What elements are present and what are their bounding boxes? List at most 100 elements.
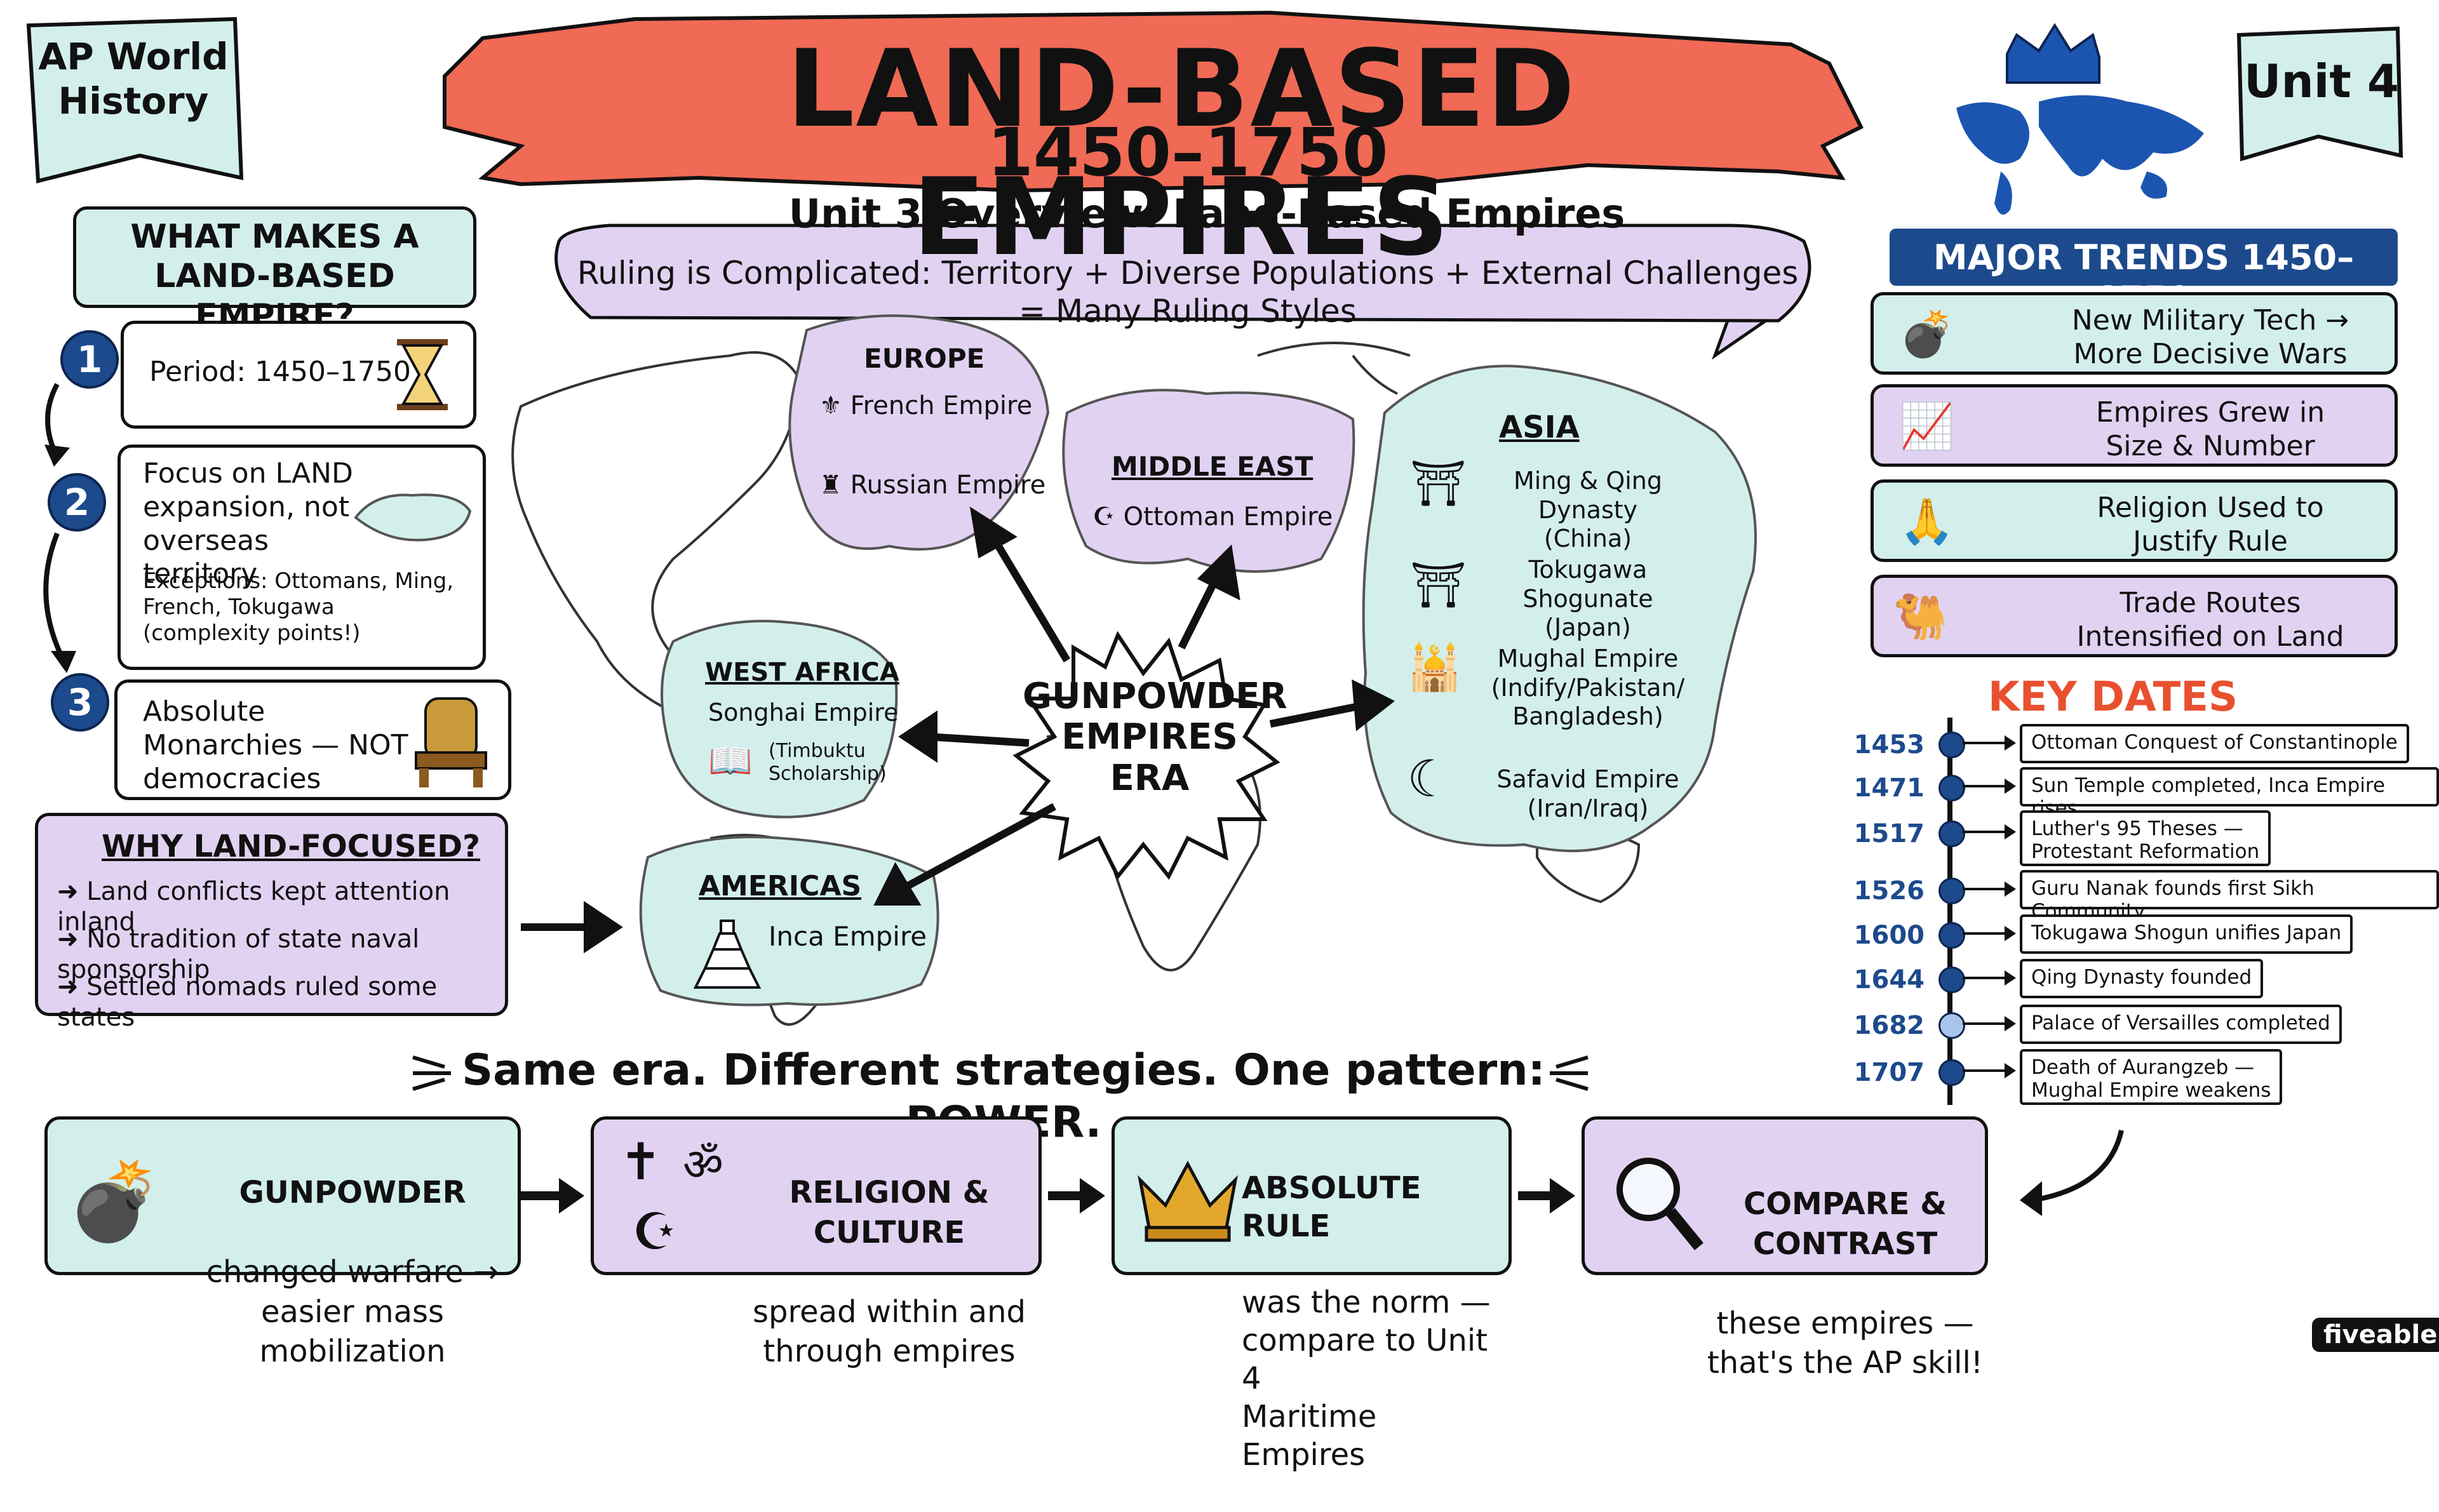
tagline: Same era. Different strategies. One patt… (462, 1045, 1545, 1147)
corner-label-left: AP World History (38, 35, 229, 123)
crescent-star-icon: ☪ (632, 1202, 678, 1261)
pagoda-icon: ⛩ (1410, 457, 1467, 509)
brand-logo[interactable]: fiveable (2312, 1318, 2439, 1352)
timeline-arrow (1963, 881, 2016, 897)
timeline-dot (1938, 878, 1965, 904)
arrow-icon: ➜ (57, 972, 87, 1001)
why-item: ➜ No tradition of state naval sponsorshi… (57, 925, 420, 984)
arrow-icon: ➜ (57, 877, 87, 906)
trend-item-4: 🐫 Trade Routes Intensified on Land (1871, 575, 2398, 657)
what-makes-box: WHAT MAKES A LAND-BASED EMPIRE? (73, 206, 476, 335)
timeline-arrow (1963, 926, 2016, 941)
step-1-text: Period: 1450–1750 (149, 356, 411, 388)
asia-item-mughal: Mughal Empire(Indify/Pakistan/ Banglades… (1491, 645, 1685, 731)
step-3-box: Absolute Monarchies — NOT democracies (114, 679, 511, 800)
americas-item-inca: Inca Empire (769, 921, 927, 952)
title-banner-ribbon (443, 10, 1864, 193)
throne-icon (415, 697, 487, 787)
page-title: LAND-BASED EMPIRES (786, 27, 1576, 279)
timeline-arrow (1963, 1063, 2016, 1078)
why-item: ➜ Settled nomads ruled some states (57, 972, 438, 1032)
middle-east-item-ottoman: ☪ Ottoman Empire (1092, 502, 1333, 532)
tagline-marks (412, 1055, 1589, 1091)
why-box: WHY LAND-FOCUSED? ➜ Land conflicts kept … (35, 813, 508, 1032)
arrow-icon: ➜ (57, 925, 87, 954)
onion-dome-icon: ♜ (819, 471, 850, 500)
pyramid-icon (693, 920, 762, 989)
cross-icon: ✝ (619, 1132, 662, 1191)
europe-region (788, 314, 1050, 551)
magnifying-glass-icon (1616, 1158, 1703, 1250)
asia-title: ASIA (1499, 410, 1580, 445)
crown-icon (1138, 1160, 1238, 1242)
timeline-arrow (1963, 970, 2016, 986)
corner-banner-left (26, 17, 244, 184)
step-2-box: Focus on LAND expansion, not overseas te… (118, 445, 486, 670)
page-subtitle: 1450–1750 (987, 114, 1388, 191)
bottom-card-religion: ✝ ॐ ☪ RELIGION & CULTURE spread within a… (591, 1116, 1042, 1369)
west-africa-title: WEST AFRICA (705, 658, 899, 687)
bottom-flow-arrows (521, 1178, 1575, 1214)
europe-title: EUROPE (864, 343, 985, 374)
timeline-arrow (1963, 824, 2016, 840)
step-1-box: Period: 1450–1750 (121, 321, 476, 429)
bottom-card-absolute-rule: ABSOLUTE RULE was the norm — compare to … (1112, 1116, 1512, 1473)
timeline-dot (1938, 820, 1965, 847)
center-burst-text: GUNPOWDER EMPIRES ERA (1023, 676, 1287, 799)
timeline-dot (1938, 922, 1965, 949)
middle-east-region (1062, 389, 1355, 573)
crescent-icon: ☾ (1407, 749, 1453, 808)
middle-east-title: MIDDLE EAST (1112, 451, 1314, 482)
key-dates-title: KEY DATES (1988, 674, 2238, 721)
timeline-dot (1938, 732, 1965, 758)
landmass-icon (354, 493, 472, 542)
europe-item-russian: ♜ Russian Empire (819, 471, 1046, 500)
west-africa-item-songhai: Songhai Empire (708, 699, 899, 726)
asia-item-safavid: Safavid Empire(Iran/Iraq) (1496, 765, 1679, 822)
bottom-card-gunpowder: 💣 GUNPOWDER changed warfare → easier mas… (44, 1116, 521, 1369)
cannon-icon: 💣 (67, 1158, 162, 1246)
timeline-arrow (1963, 1016, 2016, 1031)
trends-title: MAJOR TRENDS 1450–1750 (1933, 238, 2355, 319)
overview-heading: Unit 3 Overview: Land-Based Empires (788, 191, 1625, 237)
west-africa-region (661, 620, 898, 819)
trend-item-3: 🙏 Religion Used to Justify Rule (1871, 479, 2398, 562)
step-number-2: 2 (48, 473, 106, 532)
americas-title: AMERICAS (699, 870, 862, 902)
timeline-dot (1938, 1012, 1965, 1039)
corner-banner-right (2236, 26, 2403, 161)
step-number-1: 1 (60, 330, 119, 389)
hourglass-icon (397, 339, 448, 410)
trend-item-1: 💣 New Military Tech → More Decisive Wars (1871, 292, 2398, 375)
decoration-layer (26, 10, 2403, 1216)
west-africa-note: (Timbuktu Scholarship) (769, 740, 887, 785)
timeline-curve-arrow (2032, 1130, 2124, 1203)
timeline-arrow (1963, 735, 2016, 751)
timeline-dot (1938, 967, 1965, 993)
step-2-note: Exceptions: Ottomans, Ming, French, Toku… (143, 568, 454, 646)
europe-item-french: ⚜ French Empire (819, 391, 1033, 420)
speech-text: Ruling is Complicated: Territory + Diver… (577, 255, 1799, 330)
taj-mahal-icon: 🕌 (1407, 641, 1463, 693)
step-2-text: Focus on LAND expansion, not overseas te… (143, 457, 353, 591)
why-title: WHY LAND-FOCUSED? (102, 829, 480, 864)
timeline-arrow (1963, 779, 2016, 794)
timeline-dot (1938, 1059, 1965, 1086)
corner-label-right: Unit 4 (2244, 55, 2399, 108)
torii-gate-icon: ⛩ (1410, 559, 1467, 611)
trends-banner: MAJOR TRENDS 1450–1750 (1890, 229, 2398, 319)
trend-item-2: 📈 Empires Grew in Size & Number (1871, 384, 2398, 467)
asia-region (1362, 365, 1757, 852)
om-icon: ॐ (683, 1139, 723, 1191)
timeline-dot (1938, 775, 1965, 801)
crown-icon (2006, 23, 2100, 84)
speech-bubble (554, 224, 1811, 360)
caravan-road-icon: 🐫 (1893, 591, 1949, 643)
bottom-card-compare: COMPARE & CONTRAST these empires — that'… (1582, 1116, 1988, 1381)
asia-item-tokugawa: Tokugawa Shogunate(Japan) (1522, 556, 1653, 642)
growth-chart-icon: 📈 (1899, 400, 1955, 452)
why-item: ➜ Land conflicts kept attention inland (57, 877, 450, 937)
praying-crown-icon: 🙏 (1899, 495, 1955, 547)
world-map-icon (1956, 95, 2204, 215)
starburst (1012, 631, 1280, 880)
